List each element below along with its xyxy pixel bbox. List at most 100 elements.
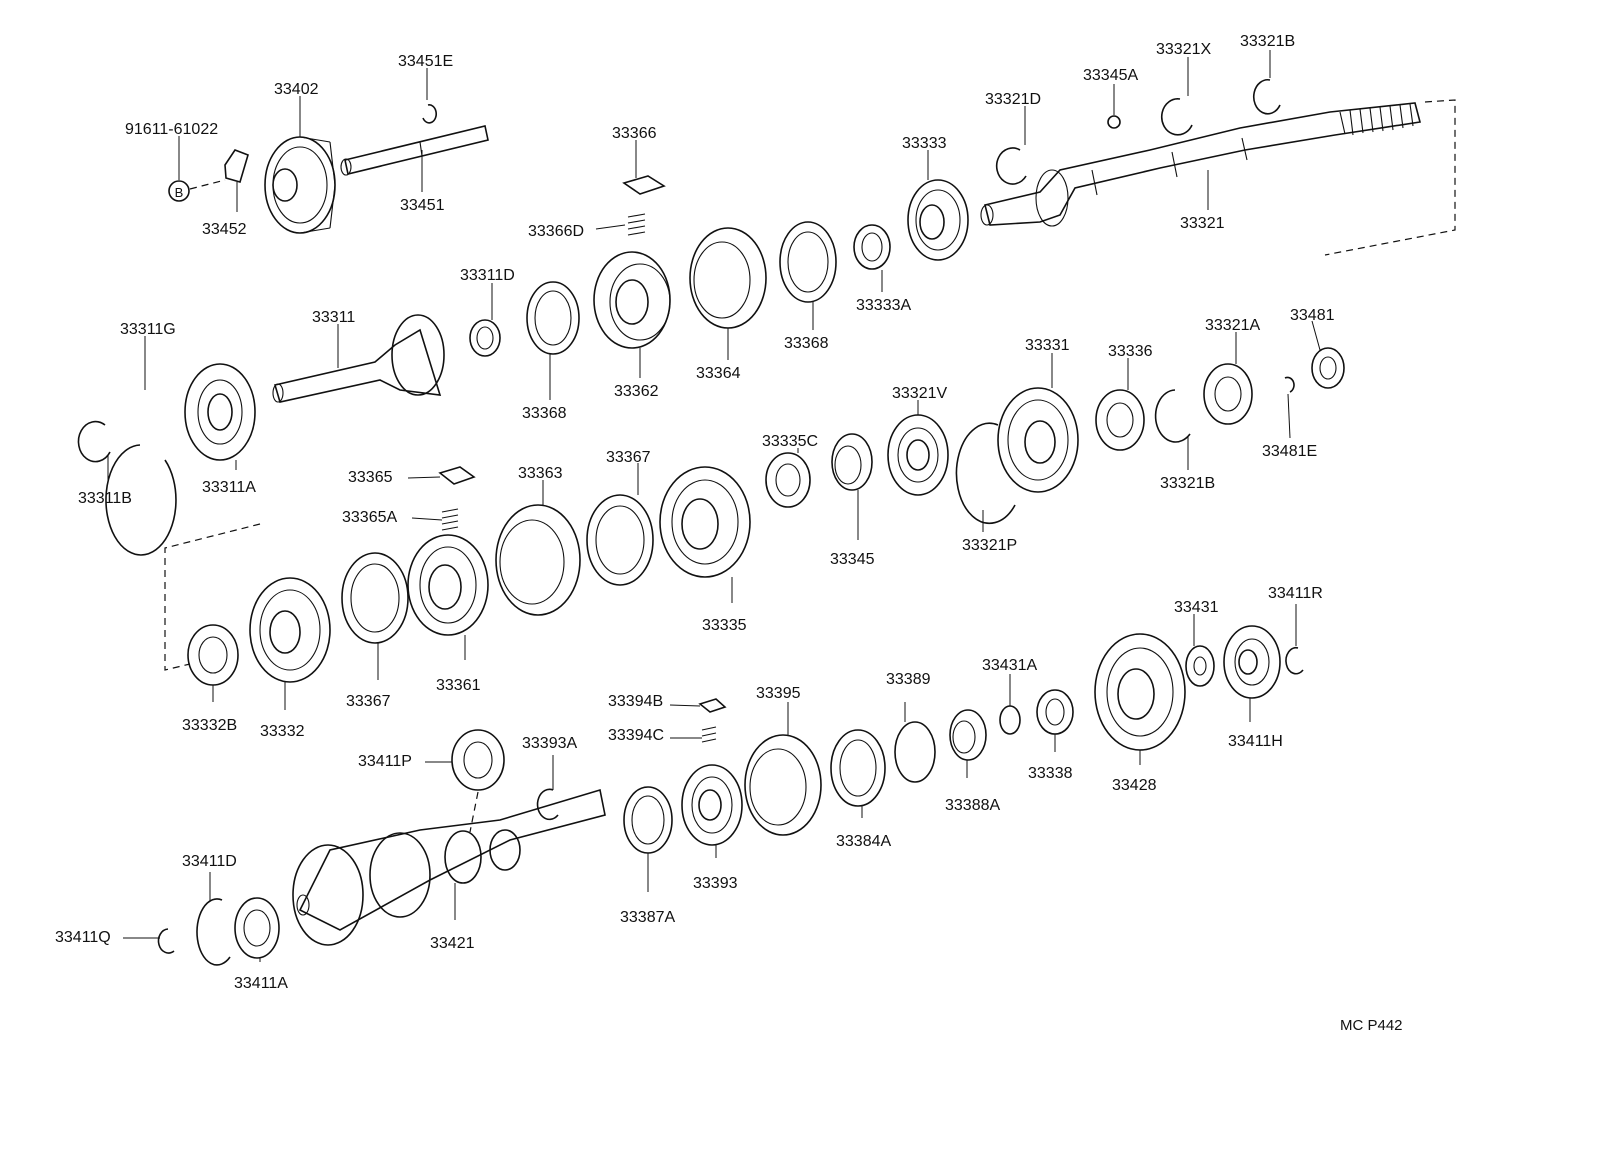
part-33321A-bearing bbox=[1203, 363, 1253, 425]
part-33451E-clip bbox=[422, 104, 437, 124]
label-33345: 33345 bbox=[830, 551, 875, 568]
part-33311D-bearing bbox=[469, 319, 501, 357]
label-33365A: 33365A bbox=[342, 509, 397, 526]
label-33384A: 33384A bbox=[836, 833, 891, 850]
label-33451E: 33451E bbox=[398, 53, 453, 70]
assembly-line-left bbox=[164, 523, 261, 671]
label-33332: 33332 bbox=[260, 723, 305, 740]
part-33321P-snap-ring bbox=[955, 422, 1016, 525]
part-33362-hub bbox=[593, 251, 671, 349]
label-33333A: 33333A bbox=[856, 297, 911, 314]
label-33345A: 33345A bbox=[1083, 67, 1138, 84]
part-labels: 33451E 33402 91611-61022 33452 33451 333… bbox=[55, 33, 1335, 992]
part-33394C-spring bbox=[701, 726, 717, 743]
label-33411D: 33411D bbox=[182, 853, 237, 870]
label-33395: 33395 bbox=[756, 685, 801, 702]
label-33394C: 33394C bbox=[608, 727, 664, 744]
part-33311G-snap-ring bbox=[105, 444, 177, 556]
part-33367-top-ring bbox=[586, 494, 654, 586]
label-33321X: 33321X bbox=[1156, 41, 1211, 58]
part-33394B-key bbox=[698, 698, 727, 713]
part-33311-input-shaft bbox=[272, 314, 445, 403]
part-33365A-spring bbox=[441, 508, 459, 531]
part-33411P-bearing bbox=[451, 729, 505, 791]
part-33365-key bbox=[438, 466, 476, 485]
label-33321B-top: 33321B bbox=[1240, 33, 1295, 50]
part-33411Q-clip bbox=[157, 928, 175, 954]
label-33366: 33366 bbox=[612, 125, 657, 142]
label-33368-top: 33368 bbox=[784, 335, 829, 352]
part-33311B-clip bbox=[77, 420, 111, 463]
label-33428: 33428 bbox=[1112, 777, 1157, 794]
part-33451-shaft bbox=[340, 125, 489, 176]
part-33366-key bbox=[622, 175, 666, 195]
part-33431-washer bbox=[1185, 645, 1215, 687]
label-33338: 33338 bbox=[1028, 765, 1073, 782]
label-33411A: 33411A bbox=[234, 975, 288, 992]
label-33389: 33389 bbox=[886, 671, 931, 688]
leader-lines bbox=[107, 50, 1321, 962]
label-33367-bot: 33367 bbox=[346, 693, 391, 710]
label-33402: 33402 bbox=[274, 81, 319, 98]
assembly-line-counter bbox=[469, 791, 479, 833]
label-33335C: 33335C bbox=[762, 433, 818, 450]
label-33431A: 33431A bbox=[982, 657, 1037, 674]
part-33428-gear bbox=[1094, 633, 1186, 751]
label-33311A: 33311A bbox=[202, 479, 256, 496]
part-33388A-collar bbox=[949, 709, 987, 761]
part-33411A-bearing bbox=[234, 897, 280, 959]
label-33481E: 33481E bbox=[1262, 443, 1317, 460]
label-33333: 33333 bbox=[902, 135, 947, 152]
part-33411R-clip bbox=[1285, 646, 1304, 675]
part-33361-hub bbox=[407, 534, 489, 636]
label-33321V: 33321V bbox=[892, 385, 947, 402]
part-33311A-bearing bbox=[184, 363, 256, 461]
part-33368-mid-ring bbox=[526, 281, 580, 355]
label-33421: 33421 bbox=[430, 935, 475, 952]
label-33393A: 33393A bbox=[522, 735, 577, 752]
label-33311D: 33311D bbox=[460, 267, 515, 284]
label-33311B: 33311B bbox=[78, 490, 132, 507]
label-33311G: 33311G bbox=[120, 321, 176, 338]
part-33366D-spring bbox=[627, 213, 646, 236]
label-33331: 33331 bbox=[1025, 337, 1070, 354]
label-33394B: 33394B bbox=[608, 693, 663, 710]
label-33335: 33335 bbox=[702, 617, 747, 634]
part-33395-sleeve bbox=[744, 734, 822, 836]
part-33321X-clip bbox=[1160, 98, 1193, 136]
part-33345-collar bbox=[831, 433, 873, 491]
part-33431A-ring bbox=[999, 705, 1021, 735]
part-33345A-ball bbox=[1107, 115, 1121, 129]
label-33321D: 33321D bbox=[985, 91, 1041, 108]
part-33481-gear bbox=[1311, 347, 1345, 389]
part-33332B-bearing bbox=[187, 624, 239, 686]
label-33452: 33452 bbox=[202, 221, 247, 238]
label-33368-mid: 33368 bbox=[522, 405, 567, 422]
part-33368-top-ring bbox=[779, 221, 837, 303]
label-33393: 33393 bbox=[693, 875, 738, 892]
part-33384A-ring bbox=[830, 729, 886, 807]
part-33452-plate bbox=[224, 149, 249, 183]
label-33321: 33321 bbox=[1180, 215, 1225, 232]
part-33321V-bearing bbox=[887, 414, 949, 496]
label-33311: 33311 bbox=[312, 309, 355, 326]
label-33481: 33481 bbox=[1290, 307, 1335, 324]
callout-b: B bbox=[168, 179, 226, 202]
part-33367-bottom-ring bbox=[341, 552, 409, 644]
label-33364: 33364 bbox=[696, 365, 741, 382]
part-33481E-clip bbox=[1284, 376, 1295, 393]
part-33387A-ring bbox=[623, 786, 673, 854]
label-33362: 33362 bbox=[614, 383, 659, 400]
part-33336-bearing bbox=[1095, 389, 1145, 451]
part-33321D-clip bbox=[995, 147, 1027, 185]
part-33393A-clip bbox=[536, 788, 559, 821]
diagram-code: MC P442 bbox=[1340, 1017, 1403, 1034]
part-33332-gear bbox=[249, 577, 331, 683]
label-33321A: 33321A bbox=[1205, 317, 1260, 334]
part-33321B-top-clip bbox=[1252, 78, 1281, 115]
label-33411P: 33411P bbox=[358, 753, 412, 770]
label-33361: 33361 bbox=[436, 677, 481, 694]
part-33402-gear bbox=[264, 136, 336, 234]
label-33411Q: 33411Q bbox=[55, 929, 111, 946]
